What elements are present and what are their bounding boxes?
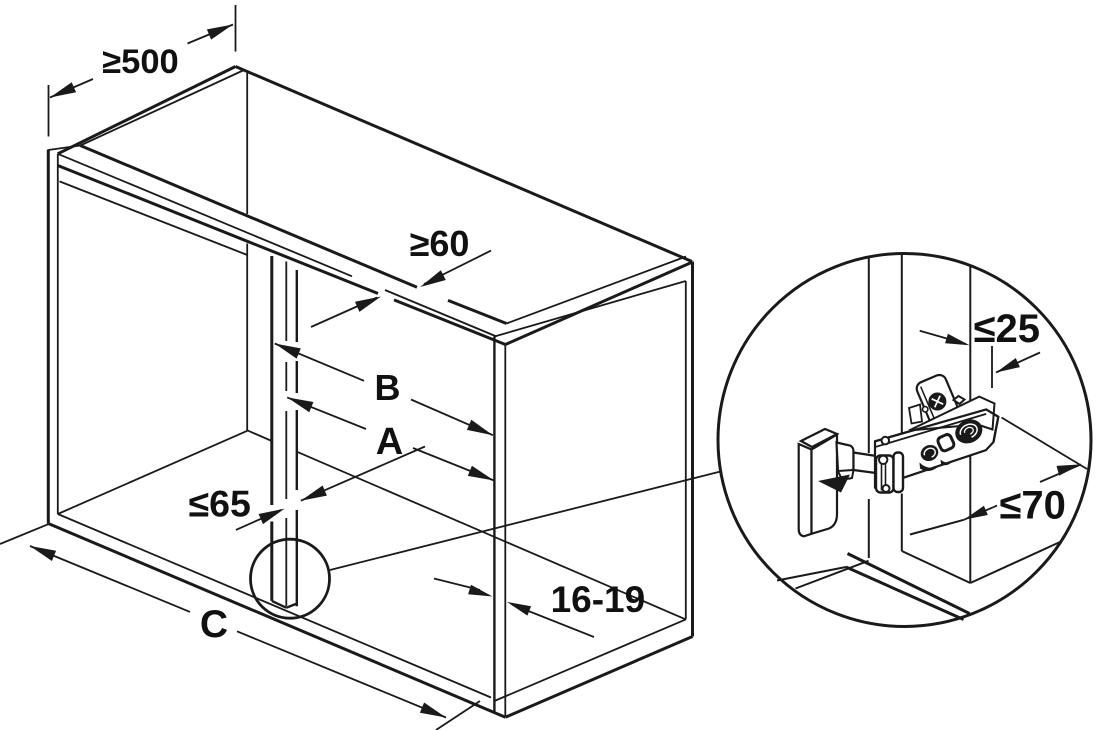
svg-text:B: B bbox=[375, 367, 401, 408]
svg-text:≤70: ≤70 bbox=[999, 484, 1065, 528]
svg-text:≤25: ≤25 bbox=[974, 307, 1040, 351]
svg-text:A: A bbox=[376, 421, 403, 463]
svg-text:16-19: 16-19 bbox=[551, 579, 646, 620]
svg-text:≤65: ≤65 bbox=[189, 482, 251, 524]
svg-text:C: C bbox=[200, 603, 228, 646]
svg-text:≥500: ≥500 bbox=[102, 43, 179, 81]
svg-text:≥60: ≥60 bbox=[410, 223, 470, 264]
